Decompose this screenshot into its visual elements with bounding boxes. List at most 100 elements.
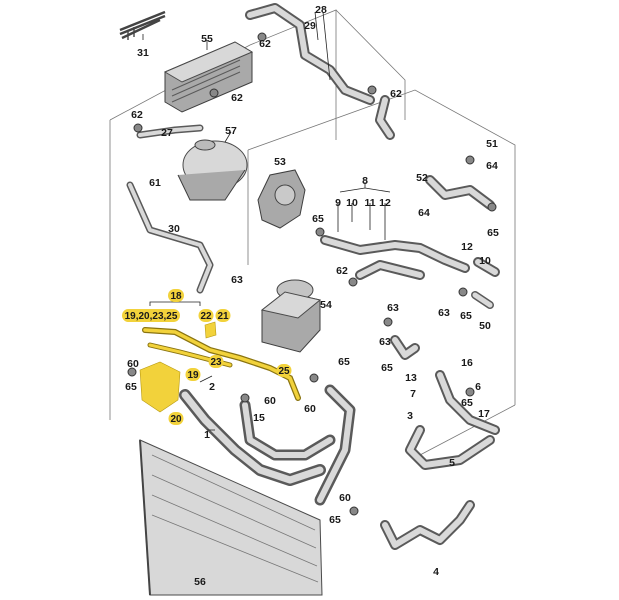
callout-l8: 8 — [362, 175, 368, 187]
callout-l64a: 64 — [486, 160, 498, 172]
callout-label: 9 — [335, 197, 341, 209]
callout-label: 27 — [161, 127, 173, 139]
callout-label: 60 — [264, 395, 276, 407]
callout-l30: 30 — [168, 223, 180, 235]
callout-l65a: 65 — [312, 213, 324, 225]
callout-label: 11 — [364, 197, 375, 209]
highlight-callout-h22: 22 — [198, 309, 214, 322]
callout-label: 52 — [416, 172, 428, 184]
coolant-hoses — [126, 3, 500, 550]
callout-label: 16 — [461, 357, 473, 369]
callout-label: 28 — [315, 4, 327, 16]
callout-l63a: 63 — [231, 274, 243, 286]
callout-l65d: 65 — [338, 356, 350, 368]
callout-l12a: 12 — [379, 197, 391, 209]
control-module-part-54 — [260, 279, 322, 353]
highlight-badge — [185, 368, 201, 381]
callout-label: 30 — [168, 223, 180, 235]
callout-l63c: 63 — [438, 307, 450, 319]
callout-l10: 10 — [346, 197, 358, 209]
highlight-callout-label: 22 — [200, 311, 212, 322]
callout-l65b: 65 — [487, 227, 499, 239]
highlight-callout-label: 25 — [278, 366, 290, 377]
callout-label: 8 — [362, 175, 368, 187]
radiator-part-56 — [139, 439, 323, 596]
callout-l3: 3 — [407, 410, 413, 422]
callout-label: 63 — [231, 274, 243, 286]
highlight-callout-label: 23 — [210, 357, 222, 368]
oil-cooler-part-55 — [163, 41, 254, 113]
callout-l65e: 65 — [381, 362, 393, 374]
callout-l51: 51 — [486, 138, 498, 150]
callout-l61: 61 — [149, 177, 161, 189]
callout-l60b: 60 — [264, 395, 276, 407]
callout-l54: 54 — [320, 299, 332, 311]
callout-l27: 27 — [161, 127, 173, 139]
callout-l65f: 65 — [125, 381, 137, 393]
callout-label: 65 — [125, 381, 137, 393]
callout-label: 3 — [407, 410, 413, 422]
callout-label: 29 — [304, 20, 316, 32]
callout-label: 62 — [131, 109, 143, 121]
callout-l60a: 60 — [127, 358, 139, 370]
callout-l50: 50 — [479, 320, 491, 332]
callout-label: 65 — [329, 514, 341, 526]
callout-label: 31 — [137, 47, 149, 59]
callout-label: 62 — [231, 92, 243, 104]
callout-l12b: 12 — [461, 241, 473, 253]
callout-l62b: 62 — [231, 92, 243, 104]
highlight-callout-h23: 23 — [208, 355, 224, 368]
highlight-callout-label: 19,20,23,25 — [125, 311, 178, 322]
highlight-badge — [122, 309, 180, 322]
callout-label: 60 — [304, 403, 316, 415]
highlight-badge — [168, 289, 184, 302]
callout-l16: 16 — [461, 357, 473, 369]
callout-l1: 1 — [204, 429, 210, 441]
highlight-callout-h20: 20 — [168, 412, 184, 425]
callout-label: 55 — [201, 33, 213, 45]
callout-l65g: 65 — [461, 397, 473, 409]
callout-l65h: 65 — [329, 514, 341, 526]
callout-label: 64 — [486, 160, 498, 172]
callout-label: 10 — [479, 255, 491, 267]
highlight-badge — [208, 355, 224, 368]
callout-l15: 15 — [253, 412, 265, 424]
callout-l2: 2 — [209, 381, 215, 393]
hose-clips-part-31 — [119, 10, 166, 40]
callout-l62c: 62 — [390, 88, 402, 100]
callout-label: 10 — [346, 197, 358, 209]
callout-l55: 55 — [201, 33, 213, 45]
callout-label: 1 — [204, 429, 210, 441]
callout-l62a: 62 — [259, 38, 271, 50]
callout-l6: 6 — [475, 381, 481, 393]
callout-label: 50 — [479, 320, 491, 332]
callout-label: 6 — [475, 381, 481, 393]
callout-label: 65 — [460, 310, 472, 322]
highlight-callout-label: 20 — [170, 414, 182, 425]
callout-label: 62 — [336, 265, 348, 277]
callout-label: 64 — [418, 207, 430, 219]
highlight-callout-h19: 19 — [185, 368, 201, 381]
callout-l10b: 10 — [479, 255, 491, 267]
callout-label: 65 — [338, 356, 350, 368]
callout-label: 5 — [449, 457, 455, 469]
callout-label: 60 — [127, 358, 139, 370]
callout-label: 63 — [387, 302, 399, 314]
callout-label: 62 — [259, 38, 271, 50]
callout-l9: 9 — [335, 197, 341, 209]
highlight-callout-h25: 25 — [276, 364, 292, 377]
callout-l4: 4 — [433, 566, 439, 578]
highlight-callout-h19g: 19,20,23,25 — [122, 309, 180, 322]
callout-label: 4 — [433, 566, 439, 578]
highlight-callout-label: 21 — [217, 311, 229, 322]
callout-label: 7 — [410, 388, 416, 400]
callout-l56: 56 — [194, 576, 206, 588]
callout-label: 13 — [405, 372, 417, 384]
callout-l62d: 62 — [131, 109, 143, 121]
callout-label: 15 — [253, 412, 265, 424]
assembly-frame — [109, 9, 516, 456]
callout-l31: 31 — [137, 47, 149, 59]
callout-l62e: 62 — [336, 265, 348, 277]
